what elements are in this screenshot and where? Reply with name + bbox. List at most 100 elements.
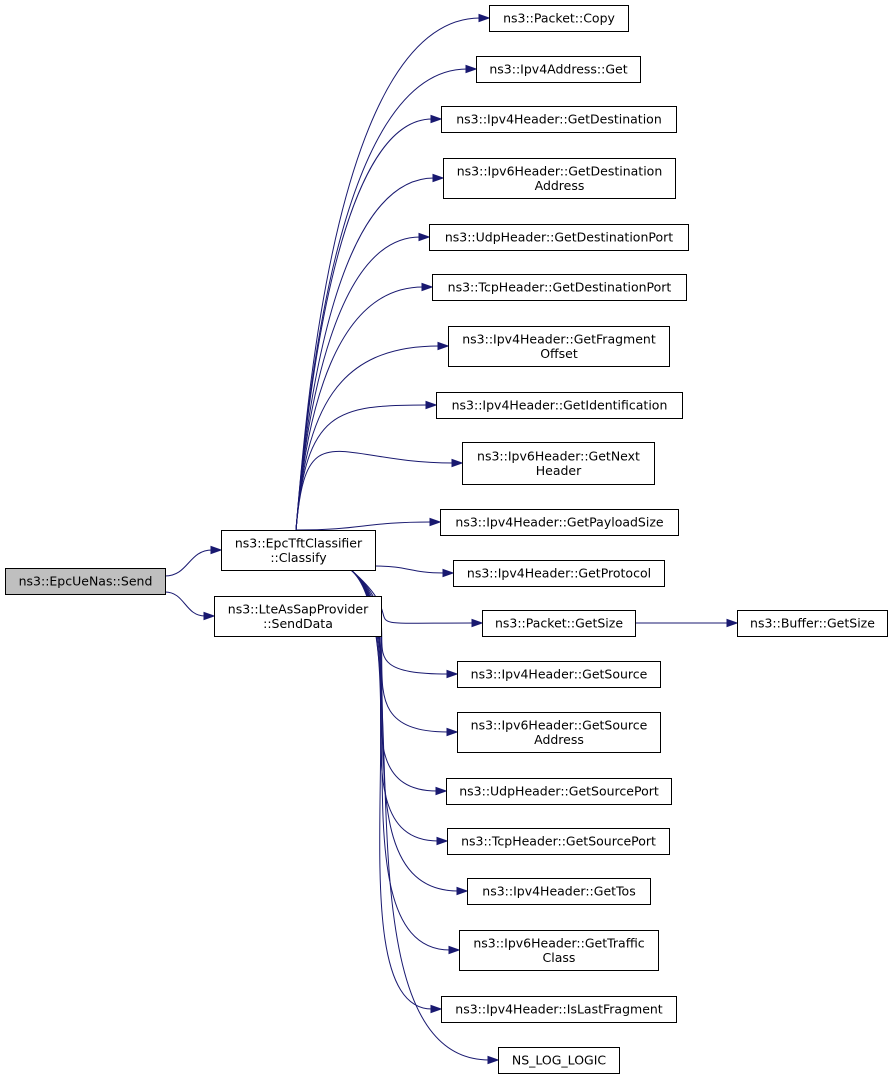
- node-label: ns3::Ipv4Header::GetProtocol: [467, 566, 651, 581]
- node-udpdport[interactable]: ns3::UdpHeader::GetDestinationPort: [429, 224, 689, 251]
- node-label: ::Classify: [270, 550, 327, 565]
- node-ipv4get[interactable]: ns3::Ipv4Address::Get: [476, 56, 641, 83]
- node-label: ns3::Ipv4Header::GetDestination: [456, 112, 662, 127]
- arrowhead-fragoff: [437, 341, 450, 351]
- edge-classify-to-proto: [374, 565, 445, 574]
- arrowhead-tcpdport: [421, 282, 434, 292]
- node-box: [221, 530, 376, 571]
- arrowhead-v6dest: [432, 173, 445, 183]
- node-label: ns3::Ipv6Header::GetTraffic: [473, 935, 644, 950]
- node-label: ns3::Buffer::GetSize: [750, 616, 875, 631]
- arrowhead-tos: [456, 886, 469, 896]
- arrowhead-pktsize: [471, 618, 484, 628]
- node-box: [432, 274, 687, 301]
- node-label: Address: [535, 178, 585, 193]
- node-label: ns3::Ipv4Header::GetSource: [471, 667, 648, 682]
- arrowhead-udpsport: [435, 786, 448, 796]
- node-box: [467, 878, 651, 905]
- arrowhead-ipv4get: [465, 64, 478, 74]
- node-label: ::SendData: [263, 616, 333, 631]
- node-tcpdport[interactable]: ns3::TcpHeader::GetDestinationPort: [432, 274, 687, 301]
- arrowhead-bufsize: [726, 618, 739, 628]
- node-label: ns3::TcpHeader::GetSourcePort: [461, 834, 656, 849]
- node-copy[interactable]: ns3::Packet::Copy: [489, 5, 629, 32]
- arrowhead-traffic: [448, 945, 461, 955]
- node-label: ns3::LteAsSapProvider: [228, 601, 369, 616]
- node-paysize[interactable]: ns3::Ipv4Header::GetPayloadSize: [440, 509, 679, 536]
- node-box: [462, 442, 655, 485]
- node-v4dest[interactable]: ns3::Ipv4Header::GetDestination: [441, 106, 677, 133]
- node-label: ns3::UdpHeader::GetDestinationPort: [445, 230, 673, 245]
- node-box: [476, 56, 641, 83]
- nodes-layer: ns3::EpcUeNas::Send ns3::EpcTftClassifier…: [5, 5, 888, 1074]
- node-label: Class: [543, 950, 576, 965]
- node-box: [436, 392, 683, 419]
- arrowhead-nslog: [487, 1055, 500, 1065]
- node-label: ns3::Ipv6Header::GetDestination: [457, 163, 663, 178]
- edge-classify-to-v6src: [350, 569, 449, 733]
- node-ident[interactable]: ns3::Ipv4Header::GetIdentification: [436, 392, 683, 419]
- node-label: ns3::UdpHeader::GetSourcePort: [459, 784, 659, 799]
- node-label: ns3::Ipv4Header::GetTos: [482, 884, 635, 899]
- node-box: [446, 778, 672, 805]
- edge-send-to-classify: [164, 549, 213, 577]
- node-box: [429, 224, 689, 251]
- node-bufsize[interactable]: ns3::Buffer::GetSize: [737, 610, 888, 637]
- arrowhead-copy: [478, 13, 491, 23]
- node-label: ns3::EpcTftClassifier: [235, 535, 363, 550]
- node-lastfrag[interactable]: ns3::Ipv4Header::IsLastFragment: [441, 996, 677, 1023]
- node-classify[interactable]: ns3::EpcTftClassifier::Classify: [221, 530, 376, 571]
- arrowhead-paysize: [429, 517, 442, 527]
- node-tcpsport[interactable]: ns3::TcpHeader::GetSourcePort: [447, 828, 670, 855]
- node-send[interactable]: ns3::EpcUeNas::Send: [5, 568, 166, 595]
- arrowhead-v6next: [451, 458, 464, 468]
- edge-classify-to-ident: [295, 404, 428, 531]
- arrowhead-classify: [210, 545, 223, 555]
- node-box: [489, 5, 629, 32]
- node-label: NS_LOG_LOGIC: [512, 1053, 607, 1068]
- node-box: [453, 560, 665, 587]
- node-box: [448, 326, 670, 367]
- node-box: [498, 1047, 620, 1074]
- node-box: [440, 509, 679, 536]
- node-pktsize[interactable]: ns3::Packet::GetSize: [482, 610, 636, 637]
- arrowhead-udpdport: [418, 232, 431, 242]
- node-label: ns3::Ipv6Header::GetSource: [471, 717, 648, 732]
- node-tos[interactable]: ns3::Ipv4Header::GetTos: [467, 878, 651, 905]
- edge-classify-to-v4dest: [295, 118, 433, 531]
- arrowhead-senddata: [203, 611, 216, 621]
- node-box: [459, 930, 659, 971]
- arrowhead-lastfrag: [430, 1004, 443, 1014]
- node-box: [441, 996, 677, 1023]
- node-senddata[interactable]: ns3::LteAsSapProvider::SendData: [214, 596, 382, 637]
- edge-classify-to-v6next: [295, 450, 454, 531]
- node-label: Offset: [540, 346, 578, 361]
- edge-classify-to-tcpdport: [295, 286, 424, 531]
- arrowhead-ident: [425, 400, 438, 410]
- node-label: ns3::Ipv4Header::GetFragment: [462, 331, 656, 346]
- edge-send-to-senddata: [164, 591, 206, 617]
- node-label: ns3::Ipv4Address::Get: [489, 62, 627, 77]
- node-label: Header: [536, 463, 582, 478]
- edge-classify-to-nslog: [350, 569, 490, 1061]
- node-udpsport[interactable]: ns3::UdpHeader::GetSourcePort: [446, 778, 672, 805]
- arrowhead-proto: [442, 568, 455, 578]
- node-box: [737, 610, 888, 637]
- node-nslog[interactable]: NS_LOG_LOGIC: [498, 1047, 620, 1074]
- node-label: ns3::Packet::GetSize: [495, 616, 623, 631]
- node-label: ns3::Ipv6Header::GetNext: [477, 448, 640, 463]
- node-box: [457, 661, 661, 688]
- node-proto[interactable]: ns3::Ipv4Header::GetProtocol: [453, 560, 665, 587]
- node-label: ns3::EpcUeNas::Send: [19, 574, 153, 589]
- node-v4src[interactable]: ns3::Ipv4Header::GetSource: [457, 661, 661, 688]
- node-label: ns3::Ipv4Header::IsLastFragment: [455, 1002, 663, 1017]
- edge-classify-to-paysize: [295, 521, 432, 531]
- node-box: [443, 158, 676, 199]
- arrowhead-tcpsport: [436, 836, 449, 846]
